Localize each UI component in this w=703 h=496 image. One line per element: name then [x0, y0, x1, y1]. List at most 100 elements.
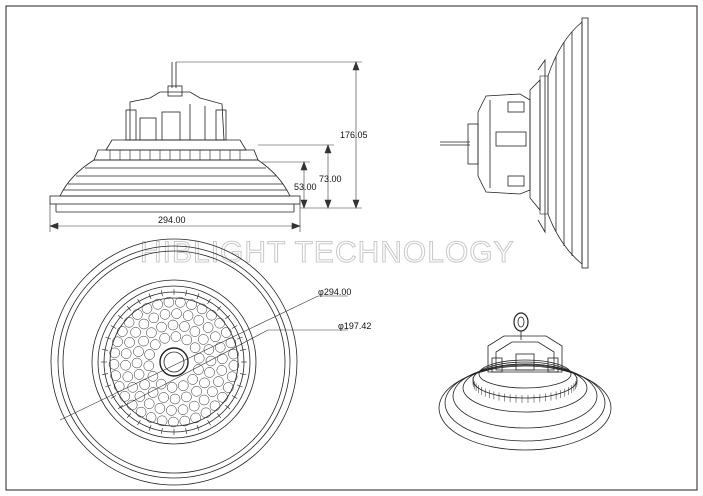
led-lens [166, 405, 177, 416]
led-lens [198, 334, 209, 345]
bottom-dimensions [59, 295, 348, 421]
led-lens [196, 303, 208, 315]
led-lens [214, 342, 226, 353]
led-lens [169, 393, 181, 405]
led-lens [120, 348, 132, 359]
rim-slot [126, 413, 132, 419]
rim-slot [102, 349, 109, 351]
led-lens [182, 310, 194, 321]
bottom-view [50, 238, 298, 486]
led-lens [193, 364, 204, 375]
led-lens [198, 394, 210, 406]
led-lens [120, 359, 131, 371]
rim-slot [207, 298, 211, 305]
led-lens [188, 400, 200, 412]
led-lens [147, 371, 159, 382]
rim-slot [185, 290, 187, 297]
watermark-text: HIBLIGHT TECHNOLOGY [140, 236, 515, 269]
rim-slot [231, 325, 238, 329]
led-lens [207, 386, 218, 397]
dim-height-mid: 73.00 [319, 174, 342, 184]
rim-slot [225, 404, 231, 410]
led-lens [145, 412, 157, 423]
led-lens [216, 365, 228, 376]
led-lens [210, 331, 221, 342]
led-lens [156, 321, 167, 333]
rim-slot [148, 293, 152, 300]
led-lens [138, 318, 150, 330]
led-lens [226, 371, 238, 382]
led-lens [178, 380, 189, 391]
rim-slot [148, 424, 152, 431]
rim-slot [161, 427, 163, 434]
led-lens [124, 337, 135, 348]
led-lens [154, 403, 166, 414]
rim-slot [185, 427, 187, 434]
led-lens [168, 416, 179, 428]
rim-slot [236, 384, 243, 388]
led-lens [159, 309, 171, 320]
rim-slot [225, 314, 231, 320]
rim-slot [161, 290, 163, 297]
heatsink-fins [472, 377, 578, 403]
led-lens [206, 309, 217, 321]
rim-slot [110, 395, 117, 399]
led-lens [203, 344, 215, 355]
dim-width: 294.00 [158, 215, 186, 225]
rim-slot [117, 314, 123, 320]
led-lens [214, 317, 225, 329]
rim-slot [196, 424, 200, 431]
led-lens [221, 327, 232, 338]
rim-slot [105, 384, 112, 388]
led-lens [155, 378, 167, 390]
led-lens [135, 406, 147, 418]
led-lens [159, 333, 170, 344]
led-lens [152, 299, 163, 310]
led-lens [147, 387, 159, 398]
led-lens [123, 317, 135, 328]
led-lens [119, 391, 131, 402]
led-lens [189, 342, 201, 353]
rim-slot [137, 419, 141, 426]
led-lens [133, 369, 145, 380]
led-lens [167, 319, 179, 331]
led-lens [109, 347, 120, 359]
led-lens [143, 398, 155, 409]
led-lens [144, 349, 155, 360]
led-lens [158, 392, 169, 403]
rim-slot [102, 373, 109, 375]
led-lens [181, 334, 193, 346]
front-view [49, 62, 301, 213]
led-lens [110, 370, 121, 381]
dim-height-low: 53.00 [294, 182, 317, 192]
led-lens [146, 327, 157, 338]
led-lens [132, 309, 143, 320]
led-lens [112, 336, 123, 348]
led-lens [108, 359, 120, 370]
led-lens [133, 346, 144, 357]
led-lens [179, 321, 190, 332]
led-lens [209, 400, 221, 412]
led-lens [193, 315, 205, 326]
led-lens [170, 331, 182, 342]
led-lens [228, 348, 239, 360]
led-lens [187, 374, 198, 385]
side-view [440, 17, 589, 269]
led-lens [189, 326, 201, 337]
front-dimensions [49, 61, 362, 232]
led-lens [156, 415, 168, 427]
led-lens [134, 391, 146, 402]
led-lens [191, 386, 202, 397]
led-lens [148, 312, 160, 324]
led-lens [202, 322, 214, 333]
led-lens [171, 308, 182, 319]
led-lens [179, 415, 191, 427]
rim-slot [196, 293, 200, 300]
sheet-border [5, 5, 698, 491]
led-lens [199, 377, 210, 389]
rim-slot [239, 349, 246, 351]
led-lens [143, 360, 155, 372]
led-lens [177, 404, 189, 415]
